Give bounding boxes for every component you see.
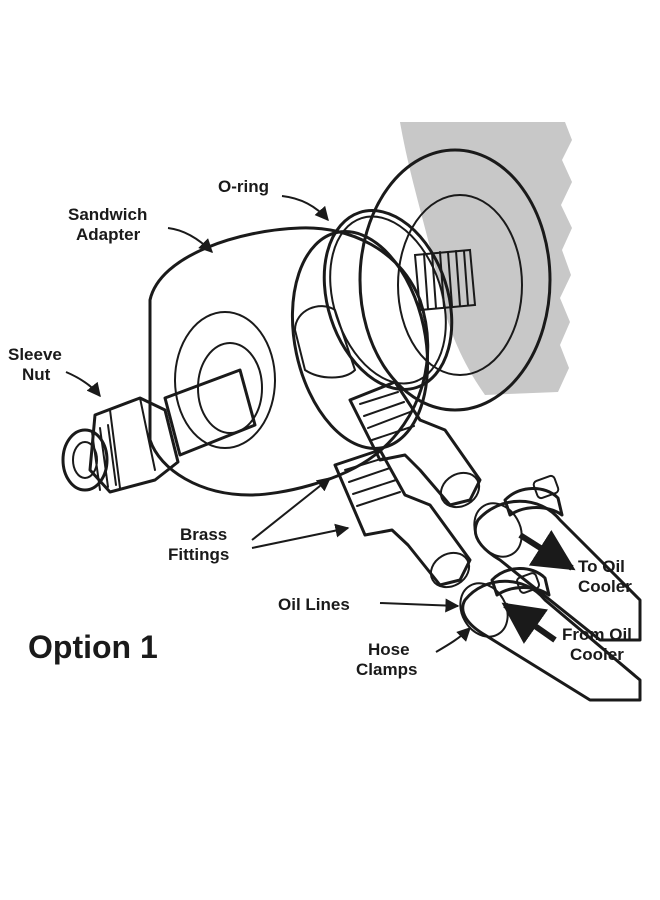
oil-line-upper bbox=[473, 499, 642, 642]
sleeve-nut-part bbox=[61, 368, 257, 494]
option-title: Option 1 bbox=[28, 629, 158, 665]
from-oil-cooler-label: From Oil Cooler bbox=[562, 625, 637, 664]
hose-clamps-label: Hose Clamps bbox=[356, 640, 417, 679]
oil-line-lower bbox=[459, 579, 642, 702]
to-oil-cooler-label: To Oil Cooler bbox=[578, 557, 632, 596]
engine-block bbox=[400, 122, 572, 395]
sleeve-nut-label: Sleeve Nut bbox=[8, 345, 67, 384]
filter-mounting-pad bbox=[358, 148, 552, 412]
hose-clamp-upper bbox=[503, 474, 564, 517]
from-cooler-arrow bbox=[501, 602, 557, 644]
sandwich-adapter-label: Sandwich Adapter bbox=[68, 205, 152, 244]
brass-fitting-lower bbox=[333, 448, 472, 589]
oil-lines-label: Oil Lines bbox=[278, 595, 350, 614]
brass-fitting-upper bbox=[348, 380, 482, 509]
brass-fittings-label: Brass Fittings bbox=[168, 525, 232, 564]
to-cooler-arrow bbox=[518, 530, 576, 571]
o-ring-label: O-ring bbox=[218, 177, 269, 196]
leader-lines bbox=[65, 195, 471, 653]
hose-clamp-lower bbox=[490, 567, 551, 597]
sandwich-adapter-body bbox=[148, 226, 430, 497]
